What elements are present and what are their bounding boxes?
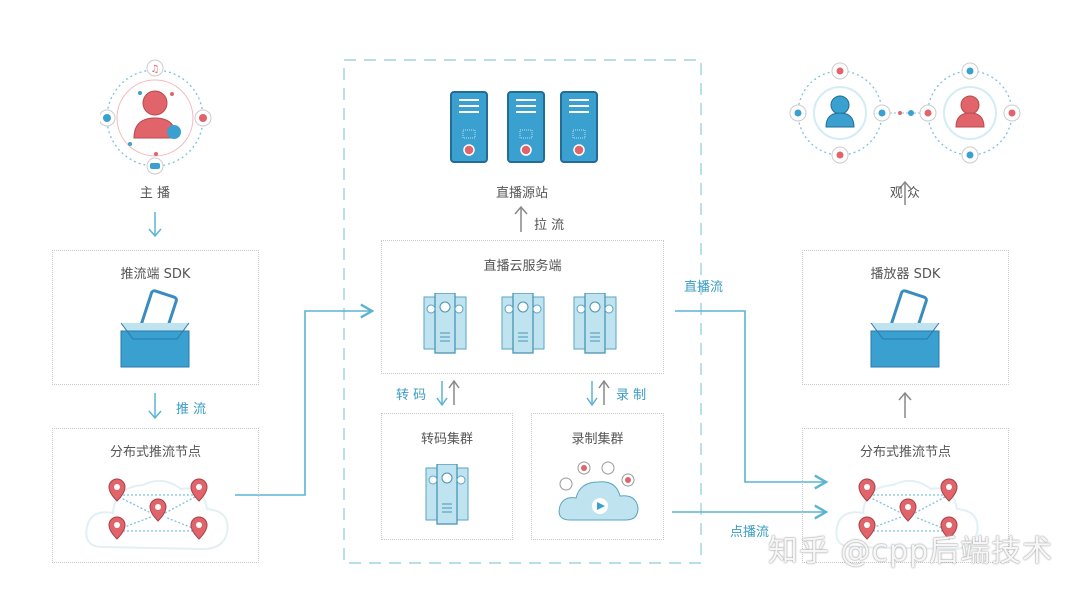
anchor-label: 主 播 [139,186,171,201]
pull-up-arrow [514,205,528,232]
origin-label: 直播源站 [495,186,548,201]
record-arrow-label: 录 制 [616,388,647,403]
cdn-network-icon [835,478,979,551]
player-toolbox-icon [870,289,940,368]
cloud-service-box: 直播云服务端 [381,240,664,374]
push-down-arrow [148,393,162,420]
live-stream-line [675,310,829,490]
push-nodes-box: 分布式推流节点 [52,428,259,563]
watermark: 知乎 @cpp后端技术 [768,534,1054,569]
anchor-icon: ♫ [100,59,212,175]
origin-servers-icon [450,91,598,163]
cdn-nodes-box: 分布式推流节点 [802,428,1009,563]
push-sdk-box: 推流端 SDK [52,250,259,385]
live-stream-label: 直播流 [684,280,724,295]
anchor-down-arrow [148,212,162,238]
transcode-cluster-box: 转码集群 [381,413,513,540]
transcode-cluster-label: 转码集群 [420,432,473,447]
push-nodes-label: 分布式推流节点 [109,445,201,460]
cdn-nodes-label: 分布式推流节点 [859,445,951,460]
node-network-icon [85,478,229,551]
sdk-toolbox-icon [120,289,190,368]
record-cloud-icon [558,461,639,521]
push-flow-line [235,303,375,496]
cloud-service-label: 直播云服务端 [483,259,562,274]
player-sdk-label: 播放器 SDK [870,267,941,282]
record-arrows [586,379,610,407]
push-arrow-label: 推 流 [176,402,207,417]
transcode-arrows [436,379,460,407]
vod-stream-label: 点播流 [730,525,770,540]
map-pin-icon [108,478,208,540]
push-sdk-label: 推流端 SDK [120,267,191,282]
cloud-servers-icon [423,293,617,354]
record-cluster-label: 录制集群 [571,432,624,447]
audience-icon [789,62,1021,164]
pull-label: 拉 流 [534,218,565,233]
player-sdk-box: 播放器 SDK [802,250,1009,385]
transcode-arrow-label: 转 码 [396,388,427,403]
audience-up-arrow [898,180,912,205]
transcode-server-icon [425,464,469,525]
svg-text:♫: ♫ [151,64,160,75]
player-up-arrow [898,391,912,418]
audience-label: 观 众 [889,186,921,201]
record-cluster-box: 录制集群 [531,413,664,540]
